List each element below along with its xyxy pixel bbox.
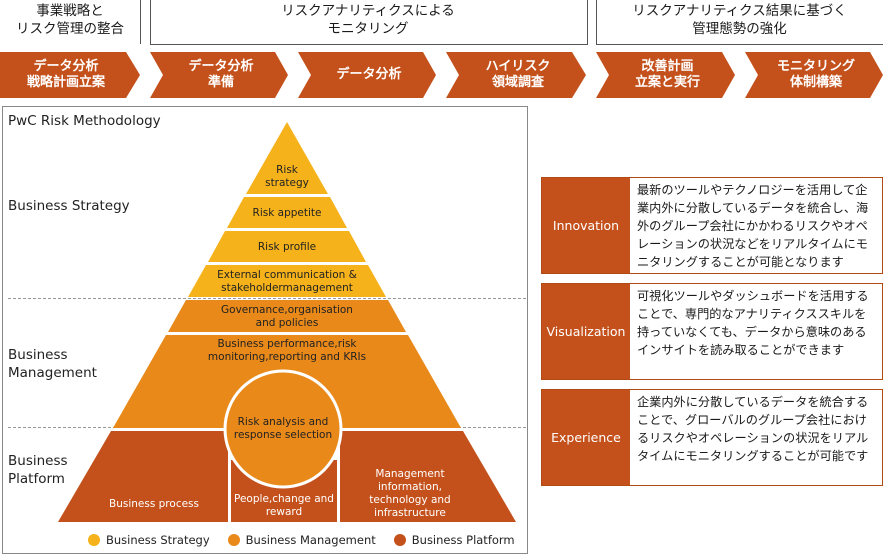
legend-label-management: Business Management (245, 533, 376, 547)
pyramid-platform-right (340, 431, 516, 522)
step-arrow-1 (0, 52, 140, 98)
methodology-frame (2, 106, 528, 554)
label-risk-strategy: Risk strategy (265, 164, 309, 189)
label-business-process: Business process (109, 498, 199, 510)
card-experience-text: 企業内外に分散しているデータを統合することで、グローバルのグループ会社におけるリ… (637, 395, 869, 463)
card-experience: Experience 企業内外に分散しているデータを統合することで、グローバルの… (541, 389, 883, 486)
header-bracket-middle (150, 0, 588, 45)
pyramid-external-communication (188, 265, 386, 297)
legend-item-strategy: Business Strategy (88, 533, 210, 547)
step-arrow-2 (150, 52, 288, 98)
step-5-label: 改善計画 立案と実行 (634, 59, 700, 90)
legend-item-management: Business Management (227, 533, 376, 547)
step-4-label: ハイリスク 領域調査 (485, 59, 551, 90)
card-experience-label: Experience (542, 390, 630, 485)
step-3-label: データ分析 (336, 67, 402, 82)
card-innovation-label: Innovation (542, 178, 630, 273)
header-strengthen: リスクアナリティクス結果に基づく 管理態勢の強化 (632, 3, 847, 37)
pyramid-risk-appetite (227, 197, 347, 228)
card-visualization-text: 可視化ツールやダッシュボードを活用することで、専門的なアナリティクススキルを持っ… (637, 289, 869, 357)
card-visualization: Visualization 可視化ツールやダッシュボードを活用することで、専門的… (541, 283, 883, 380)
process-arrows (0, 52, 883, 98)
step-1-label: データ分析 戦略計画立案 (26, 59, 105, 90)
step-6-label: モニタリング 体制構築 (776, 59, 855, 90)
label-performance: Business performance,risk monitoring,rep… (207, 338, 367, 363)
label-risk-appetite: Risk appetite (252, 207, 322, 219)
header-alignment: 事業戦略と リスク管理の整合 (16, 3, 124, 37)
step-arrow-3 (298, 52, 436, 98)
legend-label-platform: Business Platform (411, 533, 515, 547)
label-people-change-reward: People,change and reward (234, 493, 334, 518)
pyramid-governance (168, 300, 406, 332)
step-2-label: データ分析 準備 (188, 59, 254, 90)
label-external-communication: External communication & stakeholdermana… (217, 269, 357, 294)
section-business-management: Business Management (8, 347, 97, 381)
label-risk-profile: Risk profile (257, 241, 317, 253)
pyramid-risk-strategy (246, 122, 328, 194)
header-bracket-right (596, 0, 883, 45)
label-management-information: Management information, technology and i… (369, 468, 451, 519)
step-arrow-5 (596, 52, 735, 98)
divider-strategy-management (8, 298, 526, 299)
header-monitoring: リスクアナリティクスによる モニタリング (281, 3, 455, 37)
legend-dot-management (227, 534, 240, 546)
legend-label-strategy: Business Strategy (106, 533, 210, 547)
pyramid-risk-profile (208, 231, 366, 262)
header-bracket-left (0, 0, 141, 44)
section-business-strategy: Business Strategy (8, 198, 130, 214)
section-business-platform: Business Platform (8, 453, 68, 487)
card-visualization-label: Visualization (542, 284, 630, 379)
card-innovation: Innovation 最新のツールやテクノロジーを活用して企業内外に分散している… (541, 177, 883, 274)
label-governance: Governance,organisation and policies (221, 304, 353, 329)
legend-dot-platform (393, 534, 406, 546)
step-arrow-6 (745, 52, 883, 98)
label-risk-analysis: Risk analysis and response selection (233, 416, 333, 441)
card-innovation-text: 最新のツールやテクノロジーを活用して企業内外に分散しているデータを統合し、海外の… (637, 183, 869, 269)
legend-item-platform: Business Platform (393, 533, 515, 547)
methodology-title: PwC Risk Methodology (8, 113, 161, 129)
pyramid-risk-analysis-circle (223, 369, 343, 489)
step-arrow-4 (446, 52, 586, 98)
legend: Business Strategy Business Management Bu… (88, 533, 515, 547)
pyramid-platform-left (58, 431, 228, 522)
legend-dot-strategy (88, 534, 100, 546)
